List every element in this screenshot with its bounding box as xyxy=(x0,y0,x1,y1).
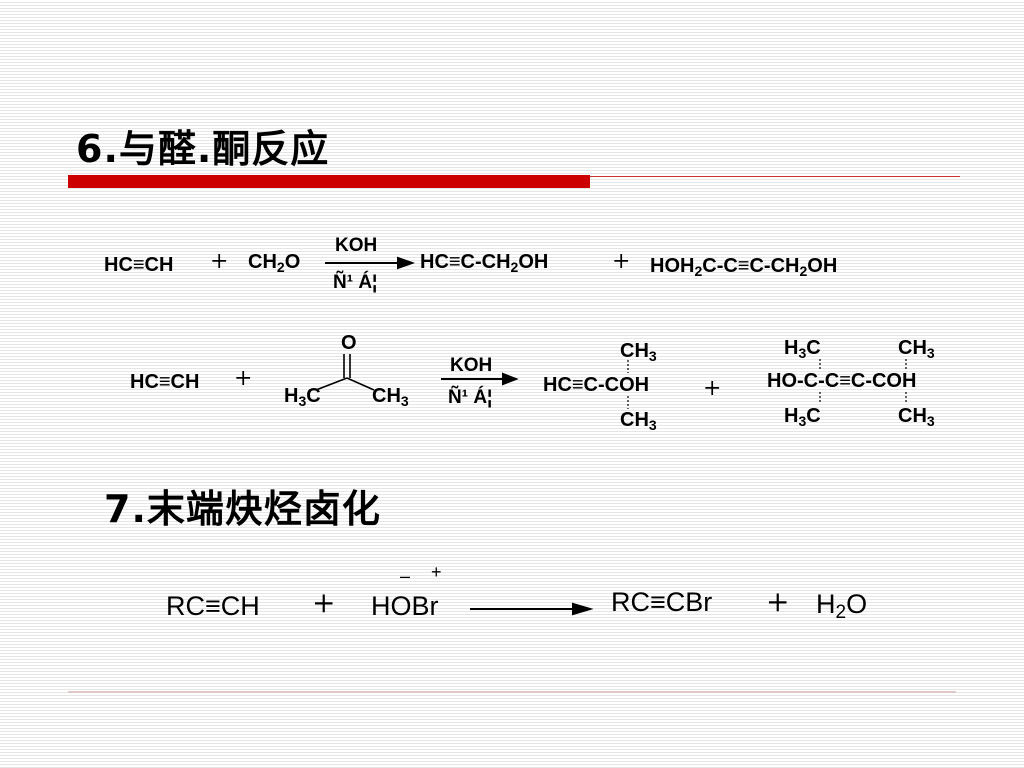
rxn2-reactant1: HC≡CH xyxy=(130,371,200,393)
rxn2-product2-top-left-methyl: H3C xyxy=(784,337,821,361)
rxn3-reactant2: HOBr xyxy=(371,591,439,621)
rxn2-ketone-left-methyl: H3C xyxy=(284,385,321,409)
rxn2-plus2: + xyxy=(703,376,722,401)
rxn1-reactant1: HC≡CH xyxy=(104,254,174,276)
rxn2-condition: Ñ¹ Á¦ xyxy=(448,387,493,408)
rxn3-arrow xyxy=(470,602,594,616)
rxn2-ketone-right-methyl: CH3 xyxy=(372,385,409,409)
rxn2-reagent: KOH xyxy=(450,355,493,376)
title-underline-line xyxy=(590,176,960,177)
rxn2-plus1: + xyxy=(234,366,253,391)
rxn2-product1-bottom-methyl: CH3 xyxy=(620,409,657,433)
rxn3-plus1: + xyxy=(312,586,336,619)
footer-divider xyxy=(68,691,956,693)
rxn1-condition: Ñ¹ Á¦ xyxy=(333,272,378,293)
rxn1-product2: HOH2C-C≡C-CH2OH xyxy=(650,255,838,279)
rxn1-reactant2: CH2O xyxy=(248,251,301,275)
section6-heading: 6.与醛.酮反应 xyxy=(76,127,330,171)
section7-heading: 7.末端炔烃卤化 xyxy=(104,487,381,531)
rxn2-product2-main: HO-C-C≡C-COH xyxy=(767,370,917,392)
rxn1-reagent: KOH xyxy=(335,235,378,256)
rxn3-charge-minus: – xyxy=(400,566,411,586)
ketone-bonds xyxy=(315,354,375,391)
rxn3-plus2: + xyxy=(766,585,790,618)
rxn2-product2-top-right-methyl: CH3 xyxy=(898,337,935,361)
rxn3-product2: H2O xyxy=(816,589,868,623)
rxn1-plus1: + xyxy=(210,249,229,274)
rxn3-charge-plus: + xyxy=(431,562,442,582)
rxn1-product1: HC≡C-CH2OH xyxy=(420,251,549,275)
rxn2-product1-top-methyl: CH3 xyxy=(620,340,657,364)
rxn1-plus2: + xyxy=(612,249,631,274)
product2-bonds xyxy=(819,359,907,404)
rxn2-product1-main: HC≡C-COH xyxy=(543,374,650,396)
rxn3-reactant1: RC≡CH xyxy=(166,591,260,621)
title-underline-bar xyxy=(68,175,590,188)
rxn2-arrow xyxy=(441,372,519,386)
rxn2-product2-bottom-right-methyl: CH3 xyxy=(898,405,935,429)
rxn3-product1: RC≡CBr xyxy=(611,587,713,617)
rxn2-product2-bottom-left-methyl: H3C xyxy=(784,405,821,429)
rxn1-arrow xyxy=(325,256,415,270)
rxn2-ketone-oxygen: O xyxy=(341,332,357,354)
